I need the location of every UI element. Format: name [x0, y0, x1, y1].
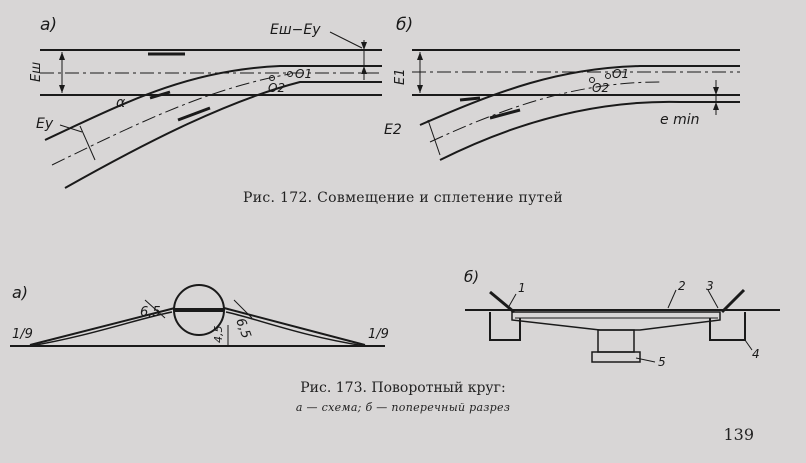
- page-number: 139: [723, 425, 754, 444]
- fig172-E2-label: E2: [384, 122, 402, 138]
- fig172b-O1-label: O1: [612, 67, 629, 81]
- fig173-panel-b-label: б): [464, 268, 479, 286]
- figure-173-subcaption: а — схема; б — поперечный разрез: [295, 401, 511, 414]
- figure-172-caption: Рис. 172. Совмещение и сплетение путей: [243, 190, 563, 206]
- figure-173a-diagram: [10, 284, 385, 347]
- fig173-dim-left: 6,5: [140, 305, 161, 320]
- fig173-part-5: 5: [658, 355, 666, 369]
- fig172-Esh-label: Eш: [29, 62, 44, 82]
- fig173-grade-right: 1/9: [368, 327, 389, 342]
- fig173-part-2: 2: [678, 279, 686, 293]
- figure-173-caption: Рис. 173. Поворотный круг:: [300, 380, 506, 396]
- fig173-part-4: 4: [752, 347, 760, 361]
- fig172-emin-label: e min: [660, 112, 699, 128]
- fig173-part-1: 1: [518, 281, 526, 295]
- fig172-Esh-Ey-label: Eш−Eу: [270, 22, 321, 38]
- fig173-dim-center: 4,5: [212, 326, 225, 344]
- fig172a-O1-label: O1: [295, 67, 312, 81]
- fig172-panel-b-label: б): [396, 15, 413, 35]
- fig173-panel-a-label: а): [12, 283, 28, 302]
- fig172a-O2-label: O2: [268, 81, 285, 95]
- figure-172a-diagram: [40, 31, 382, 189]
- fig172b-O2-label: O2: [592, 81, 609, 95]
- fig172-E1-label: E1: [393, 69, 408, 86]
- figure-173b-diagram: [465, 288, 780, 363]
- fig173-dim-right: 6,5: [232, 316, 253, 341]
- figure-172b-diagram: [412, 49, 740, 161]
- fig172-alpha-label: α: [116, 95, 126, 111]
- fig172-Ey-label: Eу: [36, 116, 54, 132]
- fig173-grade-left: 1/9: [12, 327, 33, 342]
- fig172-panel-a-label: а): [40, 15, 57, 35]
- fig173-part-3: 3: [706, 279, 714, 293]
